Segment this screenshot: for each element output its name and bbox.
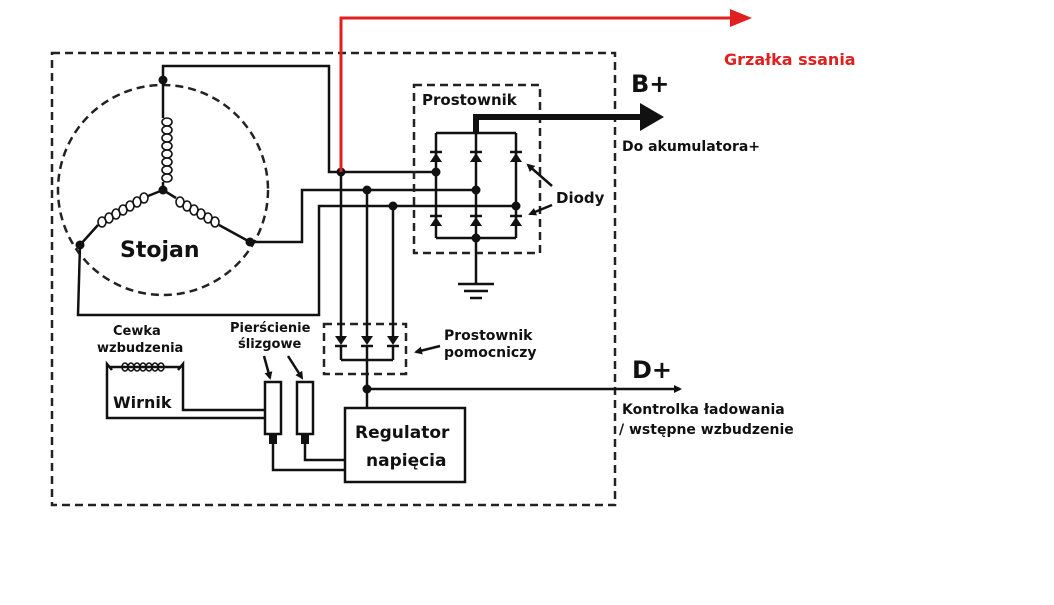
voltage-regulator-box [343,406,467,484]
d-plus-desc-1: Kontrolka ładowania [622,402,785,418]
aux-rectifier-diodes [335,172,399,408]
regulator-label-1: Regulator [355,423,450,443]
b-plus-wire [473,114,645,133]
field-coil [105,360,265,420]
slip-ring-arrow-2 [286,355,304,380]
slip-ring-arrow-1 [262,355,273,380]
rotor-label: Wirnik [113,393,172,412]
slip-rings-label-1: Pierścienie [230,321,311,336]
diodes-arrow-bottom [528,203,553,216]
stator-coils [75,75,255,250]
d-plus-desc-2: / wstępne wzbudzenie [619,422,794,438]
slip-rings [263,380,346,472]
b-plus-arrow [640,103,664,131]
slip-rings-label-2: ślizgowe [238,337,301,352]
heater-label: Grzałka ssania [724,50,856,69]
field-coil-label-2: wzbudzenia [97,341,183,356]
diodes-arrow-top [526,163,553,187]
heater-arrow [730,9,752,27]
rectifier-bridge [430,131,522,243]
ground-symbol [458,238,494,300]
regulator-label-2: napięcia [366,451,446,471]
b-plus-label: B+ [631,70,669,98]
diodes-label: Diody [556,189,605,207]
heater-wire [339,16,732,172]
d-plus-label: D+ [632,356,672,384]
aux-rectifier-arrow [414,344,441,355]
field-coil-label-1: Cewka [113,324,161,339]
aux-rectifier-box [322,322,408,376]
b-plus-desc: Do akumulatora+ [622,139,760,155]
rectifier-label: Prostownik [422,91,518,109]
stator-label: Stojan [120,238,200,263]
aux-rectifier-label-1: Prostownik [444,328,533,344]
aux-rectifier-label-2: pomocniczy [444,345,536,361]
alternator-housing [50,51,617,507]
